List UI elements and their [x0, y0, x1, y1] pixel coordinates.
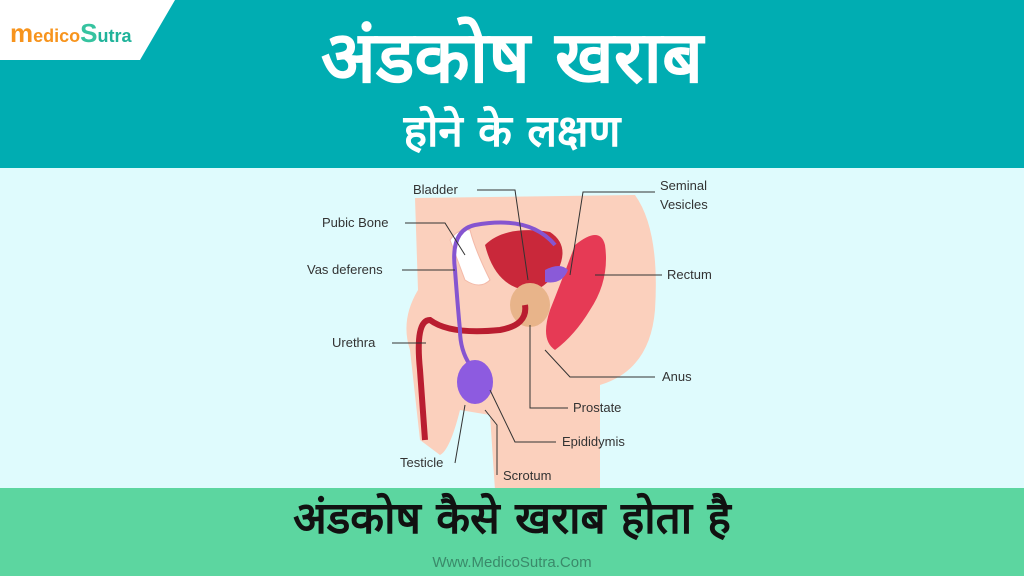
anatomy-diagram: Bladder Seminal Vesicles Pubic Bone Vas … — [300, 170, 740, 490]
pubic-bone — [449, 229, 491, 286]
logo-background — [0, 0, 175, 60]
prostate — [510, 283, 550, 327]
urethra — [415, 304, 529, 441]
male-reproductive-illustration — [392, 189, 662, 490]
label-seminal-vesicles-line1: Seminal — [660, 178, 707, 193]
label-vas-deferens: Vas deferens — [307, 262, 383, 277]
medicosutra-logo: medicoSutra — [10, 18, 132, 48]
seminal-vesicle — [545, 266, 568, 283]
testicle — [457, 360, 493, 404]
label-urethra: Urethra — [332, 335, 376, 350]
label-anus: Anus — [662, 369, 692, 384]
label-prostate: Prostate — [573, 400, 622, 415]
rectum — [546, 235, 606, 350]
label-rectum: Rectum — [667, 267, 712, 282]
label-seminal-vesicles-line2: Vesicles — [660, 197, 708, 212]
website-url: Www.MedicoSutra.Com — [432, 554, 592, 571]
label-scrotum: Scrotum — [503, 468, 552, 483]
footer-title: अंडकोष कैसे खराब होता है — [293, 493, 731, 544]
page-subtitle: होने के लक्षण — [403, 106, 621, 157]
footer-banner — [0, 488, 1024, 576]
header-banner — [0, 0, 1024, 168]
label-testicle: Testicle — [400, 455, 444, 470]
label-pubic-bone: Pubic Bone — [322, 215, 389, 230]
bladder — [485, 230, 563, 291]
label-epididymis: Epididymis — [562, 434, 625, 449]
label-bladder: Bladder — [413, 182, 458, 197]
page-title: अंडकोष खराब — [320, 15, 704, 99]
